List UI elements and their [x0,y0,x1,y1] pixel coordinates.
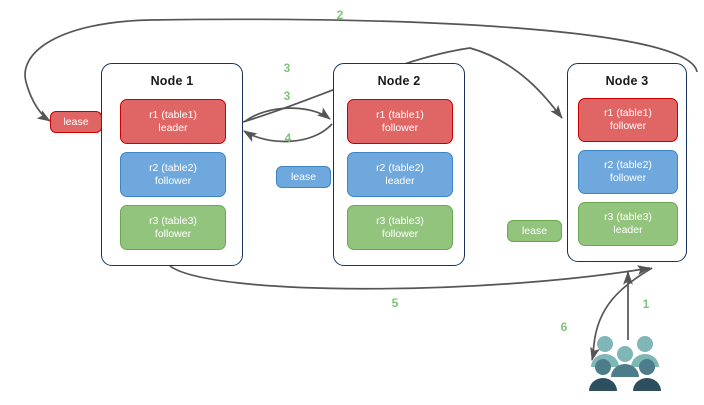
step-label-5: 5 [391,296,399,310]
replica-name: r3 (table3) [376,214,424,227]
replica-role: follower [609,172,647,184]
step-label-4: 4 [284,131,292,145]
replica-name: r1 (table1) [604,107,652,119]
people-group-icon [589,336,661,391]
replica-role: follower [154,227,192,240]
replica-name: r2 (table2) [149,161,197,174]
replica-role: follower [381,227,419,240]
node-title: Node 1 [150,74,194,88]
lease-box-range2[interactable]: lease [276,166,331,188]
replica-r3-node3[interactable]: r3 (table3) leader [578,202,678,246]
replica-name: r2 (table2) [604,159,652,171]
replica-name: r1 (table1) [149,108,197,121]
replica-name: r1 (table1) [376,108,424,121]
node-title: Node 3 [605,74,649,88]
step-label-6: 6 [560,320,568,334]
lease-label: lease [63,116,89,128]
replica-name: r3 (table3) [604,211,652,223]
step-label-3-lower: 3 [283,89,291,103]
replica-r1-node1[interactable]: r1 (table1) leader [120,99,226,144]
arrow-step-3-lower [243,107,331,123]
replica-r3-node2[interactable]: r3 (table3) follower [347,205,453,250]
replica-r1-node3[interactable]: r1 (table1) follower [578,98,678,142]
node-box-3[interactable]: Node 3 r1 (table1) follower r2 (table2) … [567,63,687,262]
replica-role: leader [158,121,188,134]
lease-box-range1[interactable]: lease [50,111,102,133]
replica-role: leader [613,224,643,236]
node-box-1[interactable]: Node 1 r1 (table1) leader r2 (table2) fo… [101,63,243,266]
step-label-2: 2 [336,8,344,22]
replica-r2-node3[interactable]: r2 (table2) follower [578,150,678,194]
step-label-3-upper: 3 [283,61,291,75]
replica-role: follower [381,121,419,134]
arrow-step-5 [169,265,652,290]
replica-role: leader [385,174,415,187]
replica-r2-node1[interactable]: r2 (table2) follower [120,152,226,197]
node-box-2[interactable]: Node 2 r1 (table1) follower r2 (table2) … [333,63,465,266]
lease-label: lease [521,225,548,237]
replica-name: r3 (table3) [149,214,197,227]
replica-r3-node1[interactable]: r3 (table3) follower [120,205,226,250]
replica-role: follower [609,120,647,132]
replica-r1-node2[interactable]: r1 (table1) follower [347,99,453,144]
replica-role: follower [154,174,192,187]
node-title: Node 2 [377,74,421,88]
lease-label: lease [290,171,317,183]
replica-r2-node2[interactable]: r2 (table2) leader [347,152,453,197]
replica-name: r2 (table2) [376,161,424,174]
lease-box-range3[interactable]: lease [507,220,562,242]
step-label-1: 1 [642,297,650,311]
